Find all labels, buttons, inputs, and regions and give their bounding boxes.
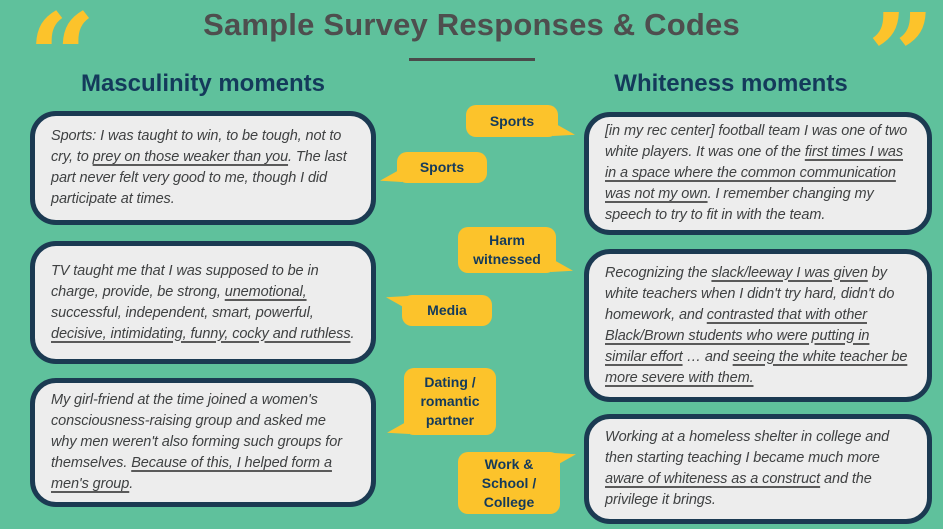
- close-quote-icon: ”: [867, 0, 935, 126]
- whiteness-response-box-2: Recognizing the slack/leeway I was given…: [584, 249, 932, 402]
- masculinity-column-heading: Masculinity moments: [80, 70, 326, 97]
- code-label-sports-whiteness: Sports: [466, 105, 575, 137]
- code-label-text: Sports: [419, 159, 465, 175]
- code-label-sports-masculinity: Sports: [380, 152, 487, 183]
- label-tail: [551, 258, 573, 272]
- masculinity-response-text-2: TV taught me that I was supposed to be i…: [51, 262, 355, 342]
- code-label-text: Sports: [489, 112, 535, 129]
- open-quote-icon: “: [28, 0, 96, 126]
- masculinity-response-text-1: Sports: I was taught to win, to be tough…: [51, 128, 347, 207]
- masculinity-response-box-2: TV taught me that I was supposed to be i…: [30, 241, 376, 364]
- whiteness-response-box-1: [in my rec center] football team I was o…: [584, 112, 932, 235]
- code-label-text: Work & School / College: [481, 455, 537, 510]
- code-label-dating-romantic-partner: Dating / romantic partner: [387, 368, 496, 435]
- masculinity-response-box-1: Sports: I was taught to win, to be tough…: [30, 111, 376, 225]
- label-tail: [554, 453, 576, 467]
- code-label-work-school-college: Work & School / College: [458, 452, 576, 514]
- label-tail: [386, 296, 408, 310]
- page-title: Sample Survey Responses & Codes: [203, 7, 740, 42]
- masculinity-response-box-3: My girl-friend at the time joined a wome…: [30, 378, 376, 507]
- whiteness-response-text-1: [in my rec center] football team I was o…: [605, 123, 908, 223]
- whiteness-response-box-3: Working at a homeless shelter in college…: [584, 414, 932, 524]
- whiteness-column-heading: Whiteness moments: [614, 70, 848, 97]
- masculinity-response-text-3: My girl-friend at the time joined a wome…: [51, 392, 342, 492]
- code-label-media: Media: [386, 295, 492, 326]
- whiteness-response-text-3: Working at a homeless shelter in college…: [605, 429, 890, 508]
- title-divider: [408, 58, 535, 61]
- code-label-text: Media: [427, 302, 467, 318]
- code-label-harm-witnessed: Harm witnessed: [458, 227, 573, 273]
- code-label-text: Harm witnessed: [473, 232, 541, 267]
- label-tail: [380, 168, 402, 182]
- code-label-text: Dating / romantic partner: [420, 374, 480, 428]
- label-tail: [553, 122, 575, 136]
- label-tail: [387, 420, 409, 434]
- whiteness-response-text-2: Recognizing the slack/leeway I was given…: [605, 264, 908, 386]
